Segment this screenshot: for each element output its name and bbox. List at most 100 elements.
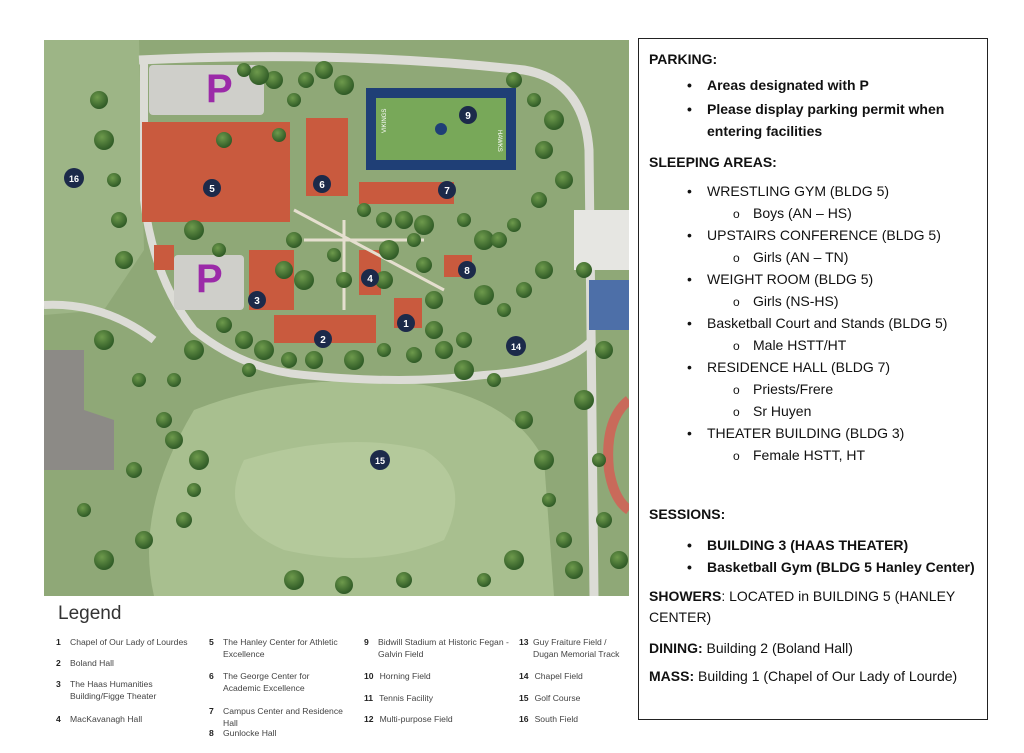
walking-paths [293, 208, 445, 310]
tree [556, 532, 572, 548]
legend-item-text: Tennis Facility [379, 693, 434, 703]
tree [94, 550, 114, 570]
tree [265, 71, 283, 89]
tree [596, 512, 612, 528]
legend-item-text: Boland Hall [70, 658, 114, 668]
tree [189, 450, 209, 470]
tree [376, 212, 392, 228]
svg-text:6: 6 [319, 180, 325, 191]
tree [377, 343, 391, 357]
marker-15[interactable]: 15 [370, 450, 390, 470]
tree [477, 573, 491, 587]
sleeping-area-4: Basketball Court and Stands (BLDG 5) [649, 312, 977, 334]
parking-heading: PARKING: [649, 51, 718, 67]
sleeping-area-6: THEATER BUILDING (BLDG 3) [649, 422, 977, 444]
dining-text: Building 2 (Boland Hall) [702, 640, 853, 656]
tree [504, 550, 524, 570]
svg-text:3: 3 [254, 296, 260, 307]
tree [406, 347, 422, 363]
svg-text:4: 4 [367, 274, 373, 285]
sleeping-area-5: RESIDENCE HALL (BLDG 7) [649, 356, 977, 378]
legend-item-number: 14 [519, 671, 529, 681]
marker-7[interactable]: 7 [438, 181, 456, 199]
tree [425, 291, 443, 309]
svg-text:14: 14 [511, 342, 521, 352]
tree [592, 453, 606, 467]
info-panel: PARKING: Areas designated with P Please … [638, 38, 988, 720]
tree [212, 243, 226, 257]
marker-2[interactable]: 2 [314, 330, 332, 348]
legend-item-text: MacKavanagh Hall [70, 714, 143, 724]
sleeping-sub-5a: Priests/Frere [649, 378, 977, 401]
svg-text:8: 8 [464, 266, 470, 277]
svg-text:1: 1 [403, 319, 409, 330]
tree [497, 303, 511, 317]
mass-line: MASS: Building 1 (Chapel of Our Lady of … [649, 668, 977, 684]
tree [507, 218, 521, 232]
marker-14[interactable]: 14 [506, 336, 526, 356]
marker-4[interactable]: 4 [361, 269, 379, 287]
tree [216, 132, 232, 148]
marker-5[interactable]: 5 [203, 179, 221, 197]
marker-9[interactable]: 9 [459, 106, 477, 124]
tree [357, 203, 371, 217]
legend-item-number: 3 [56, 679, 61, 689]
tree [414, 215, 434, 235]
tree [491, 232, 507, 248]
tree [344, 350, 364, 370]
tree [395, 211, 413, 229]
marker-16[interactable]: 16 [64, 168, 84, 188]
parking-marker-west: P [196, 257, 223, 301]
legend-item-number: 13 [519, 637, 529, 647]
legend-item-number: 10 [364, 671, 374, 681]
tree [176, 512, 192, 528]
tree [254, 340, 274, 360]
tree [576, 262, 592, 278]
tree [379, 240, 399, 260]
tree [334, 75, 354, 95]
marker-1[interactable]: 1 [397, 314, 415, 332]
tree [94, 330, 114, 350]
legend-title: Legend [58, 603, 122, 624]
legend-item-number: 6 [209, 671, 214, 681]
legend-item-number: 11 [364, 693, 374, 703]
campus-map: VIKINGS HAWKS P P 1 2 3 4 5 6 7 8 9 14 1… [44, 40, 629, 596]
legend-item-text: Gunlocke Hall [223, 728, 277, 738]
tree [184, 340, 204, 360]
legend-item-text: Chapel Field [534, 671, 583, 681]
tree [165, 431, 183, 449]
tree [281, 352, 297, 368]
parking-item-1: Areas designated with P [649, 77, 977, 93]
trees [77, 61, 628, 594]
svg-text:5: 5 [209, 184, 215, 195]
tree [474, 285, 494, 305]
tree [286, 232, 302, 248]
marker-3[interactable]: 3 [248, 291, 266, 309]
marker-8[interactable]: 8 [458, 261, 476, 279]
tree [535, 261, 553, 279]
legend-item-text: Chapel of Our Lady of Lourdes [70, 637, 188, 647]
sleeping-area-1: WRESTLING GYM (BLDG 5) [649, 180, 977, 202]
tree [237, 63, 251, 77]
campus-map-svg: VIKINGS HAWKS P P 1 2 3 4 5 6 7 8 9 14 1… [44, 40, 629, 596]
legend-item-text: The Hanley Center for Athletic Excellenc… [223, 637, 338, 659]
sleeping-area-3: WEIGHT ROOM (BLDG 5) [649, 268, 977, 290]
tree [315, 61, 333, 79]
marker-6[interactable]: 6 [313, 175, 331, 193]
svg-text:16: 16 [69, 174, 79, 184]
parking-lot-west [174, 255, 244, 310]
tree [516, 282, 532, 298]
tree [115, 251, 133, 269]
legend-item-14: 14 Chapel Field [519, 670, 624, 682]
sleeping-sub-5b: Sr Huyen [649, 400, 977, 423]
dining-line: DINING: Building 2 (Boland Hall) [649, 640, 977, 656]
